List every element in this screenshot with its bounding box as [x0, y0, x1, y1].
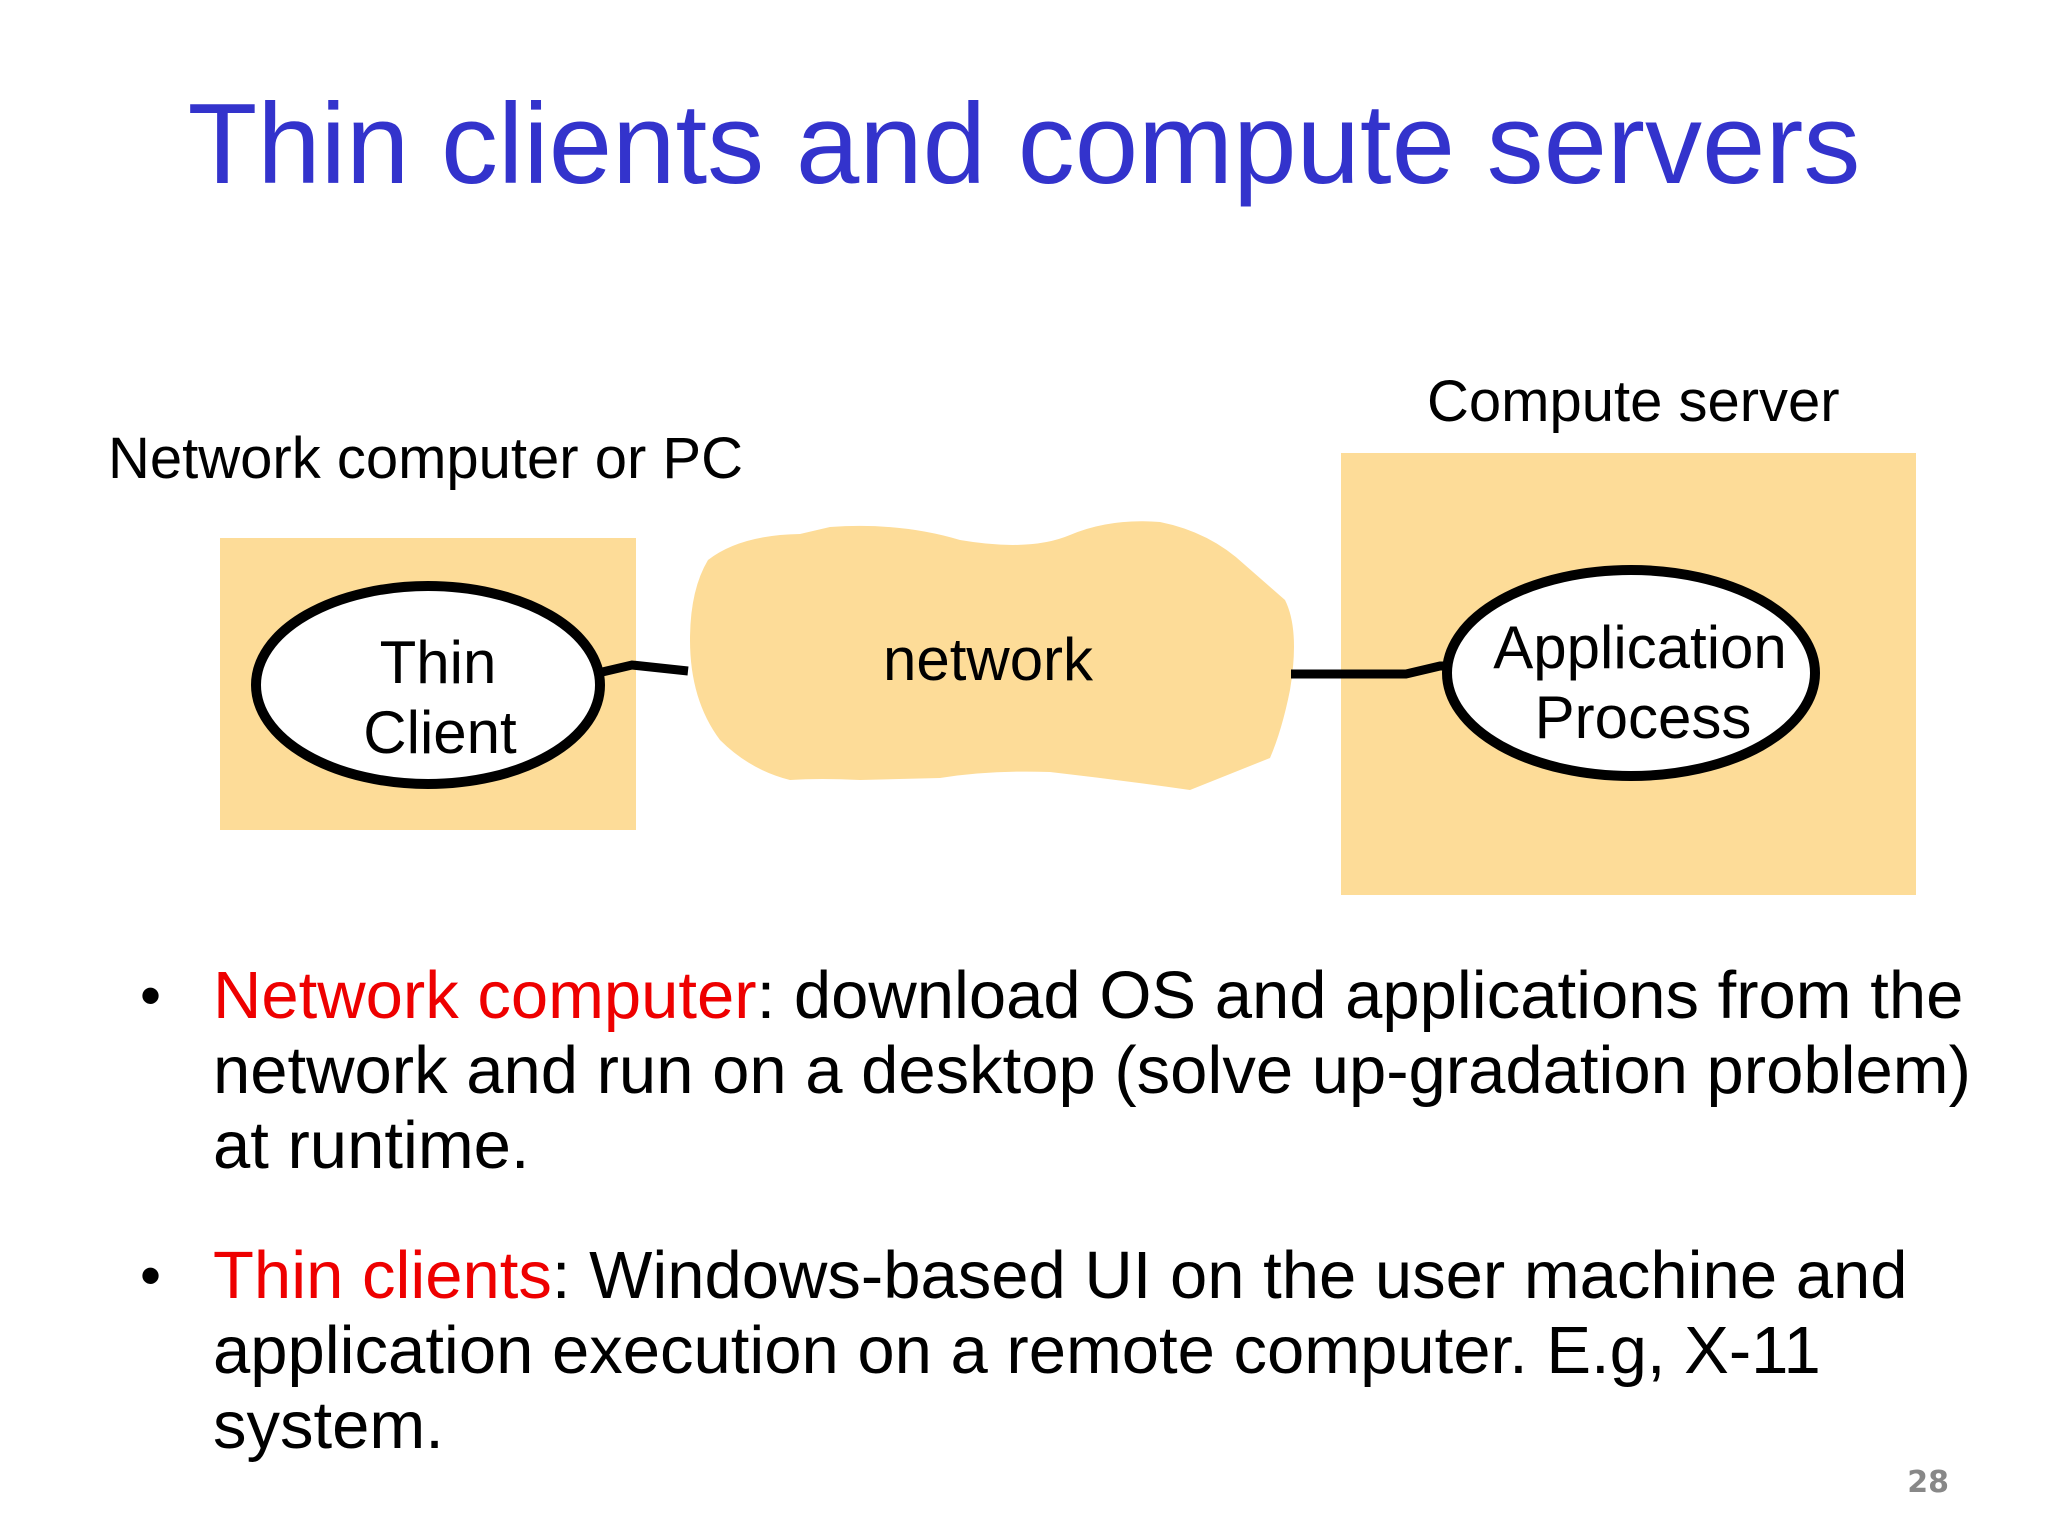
- thin-client-label-line2: Client: [363, 699, 517, 766]
- client-machine-label: Network computer or PC: [108, 426, 743, 491]
- client-network-link: [596, 660, 689, 678]
- slide-title: Thin clients and compute servers: [187, 81, 1861, 208]
- thin-client-label-line1: Thin: [380, 629, 497, 696]
- thin-client-process: [251, 581, 605, 789]
- application-process-label-line2: Process: [1535, 684, 1752, 751]
- network-label: network: [883, 626, 1094, 693]
- application-process-label-line1: Application: [1493, 614, 1787, 681]
- compute-server-label: Compute server: [1427, 369, 1840, 434]
- page-number: 28: [1907, 1465, 1949, 1500]
- network-cloud: [690, 521, 1294, 790]
- application-process: [1442, 565, 1820, 781]
